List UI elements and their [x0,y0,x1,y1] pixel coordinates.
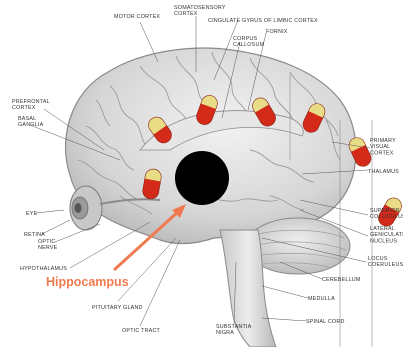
label-pituitary-gland: PITUITARY GLAND [92,305,143,311]
label-locus-coeruleus: LOCUSCOERULEUS [368,256,403,268]
label-basal-ganglia: BASALGANGLIA [18,116,44,128]
label-superior-colliculus: SUPERIORCOLLICULUS [370,208,403,220]
label-eye: EYE [26,211,38,217]
label-thalamus: THALAMUS [368,169,399,175]
cerebrum [66,48,356,244]
label-somatosensory-cortex: SOMATOSENSORYCORTEX [174,5,226,17]
label-lateral-geniculate-nucleus: LATERALGENICULATENUCLEUS [370,226,403,244]
label-hippocampus: Hippocampus [46,275,129,289]
label-corpus-callosum: CORPUSCALLOSUM [233,36,265,48]
label-retina: RETINA [24,232,45,238]
label-spinal-cord: SPINAL CORD [306,319,345,325]
label-cingulate-gyrus: CINGULATE GYRUS OF LIMBIC CORTEX [208,18,318,24]
label-motor-cortex: MOTOR CORTEX [114,14,160,20]
label-optic-nerve: OPTICNERVE [38,239,58,251]
label-primary-visual-cortex: PRIMARYVISUALCORTEX [370,138,396,156]
label-cerebellum: CEREBELLUM [322,277,361,283]
label-medulla: MEDULLA [308,296,335,302]
black-circle-marker [175,151,229,205]
label-fornix: FORNIX [266,29,288,35]
label-hypothalamus: HYPOTHALAMUS [20,266,67,272]
label-optic-tract: OPTIC TRACT [122,328,161,334]
